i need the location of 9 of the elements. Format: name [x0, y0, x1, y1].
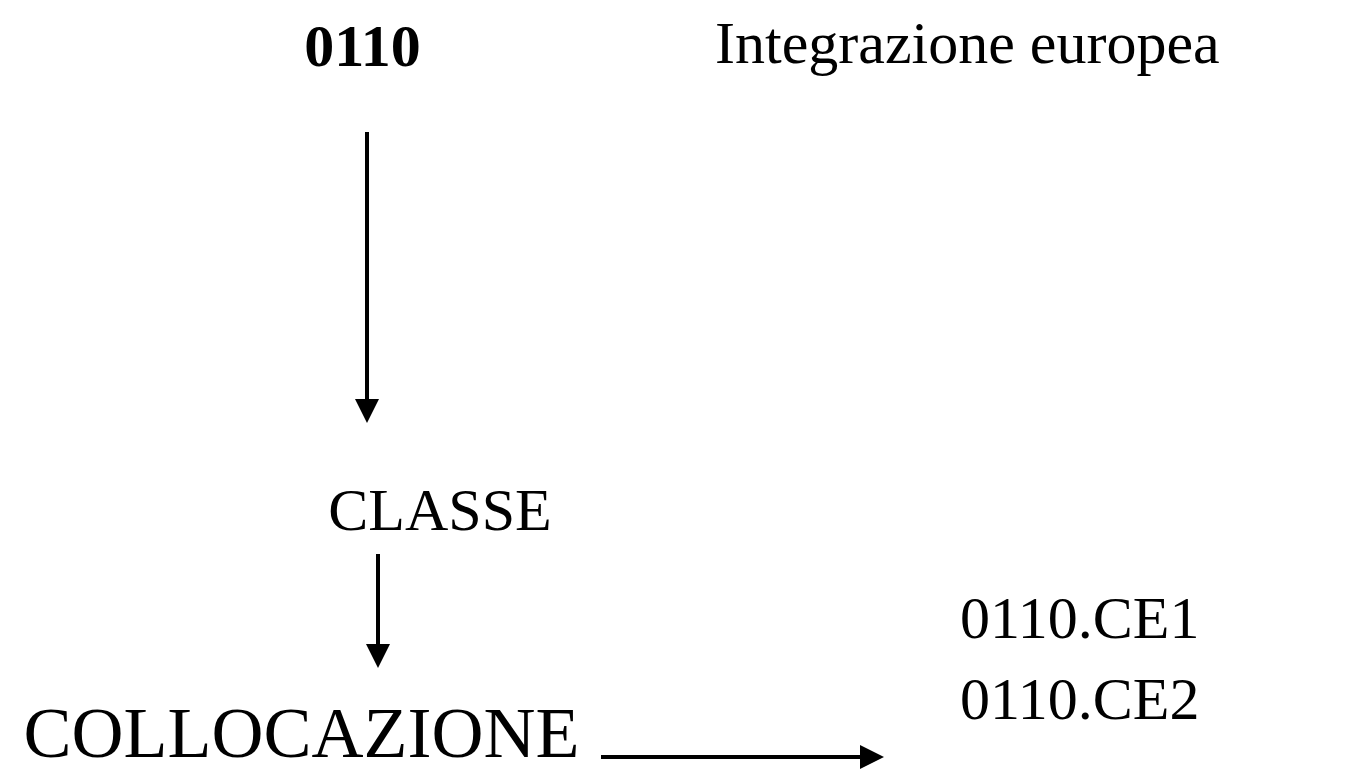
node-label: 0110 — [304, 12, 421, 81]
node-label: COLLOCAZIONE — [23, 698, 580, 768]
arrow — [601, 745, 884, 769]
text-label: 0110.CE1 — [960, 584, 1200, 653]
arrow — [366, 554, 390, 668]
text-label: Integrazione europea — [715, 9, 1220, 78]
text-label: 0110.CE2 — [960, 665, 1200, 734]
arrow — [355, 132, 379, 423]
node-label: CLASSE — [328, 476, 552, 545]
